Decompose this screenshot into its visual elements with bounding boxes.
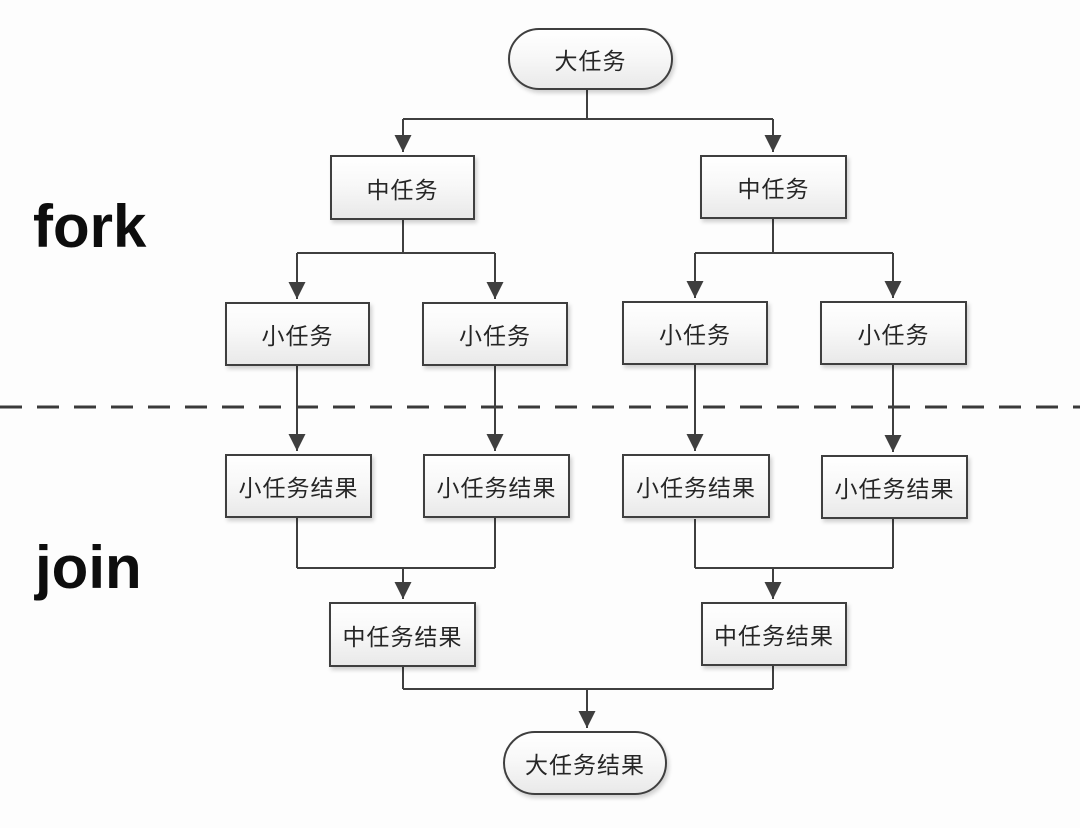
connector-root-fork xyxy=(394,90,782,152)
connector-small-to-result xyxy=(288,365,902,452)
node-small-task-4: 小任务 xyxy=(820,301,967,365)
join-phase-label: join xyxy=(35,534,142,601)
node-small-task-3: 小任务 xyxy=(622,301,768,365)
connector-right-join xyxy=(694,519,894,599)
node-big-task: 大任务 xyxy=(508,28,673,90)
fork-phase-label: fork xyxy=(33,193,147,260)
connector-left-join xyxy=(296,518,496,599)
node-small-task-result-1: 小任务结果 xyxy=(225,454,372,518)
connector-mid-right-fork xyxy=(686,219,902,298)
node-mid-task-result-right: 中任务结果 xyxy=(701,602,847,666)
node-mid-task-result-left: 中任务结果 xyxy=(329,602,476,667)
node-small-task-1: 小任务 xyxy=(225,302,370,366)
node-small-task-result-3: 小任务结果 xyxy=(622,454,770,518)
node-small-task-result-4: 小任务结果 xyxy=(821,455,968,519)
connector-final-join xyxy=(402,666,774,728)
node-mid-task-left: 中任务 xyxy=(330,155,475,220)
node-mid-task-right: 中任务 xyxy=(700,155,847,219)
node-small-task-result-2: 小任务结果 xyxy=(423,454,570,518)
node-big-task-result: 大任务结果 xyxy=(503,731,667,795)
connector-mid-left-fork xyxy=(288,220,504,299)
node-small-task-2: 小任务 xyxy=(422,302,568,366)
